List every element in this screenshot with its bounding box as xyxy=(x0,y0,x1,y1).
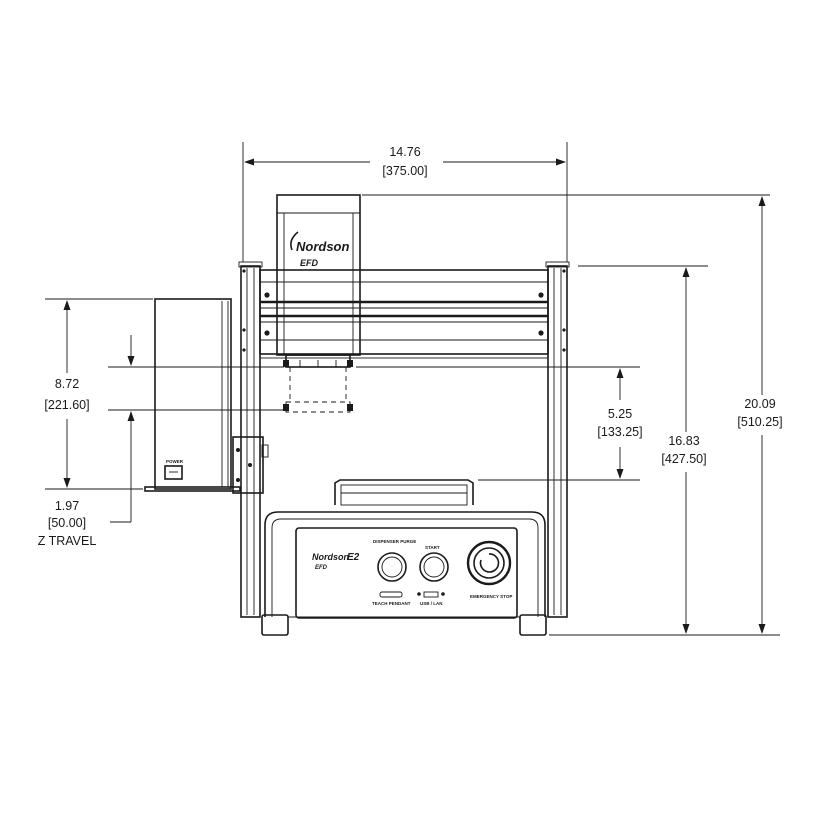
width-inch: 14.76 xyxy=(389,145,420,159)
head-logo-sub: EFD xyxy=(300,258,319,268)
panel-logo: Nordson xyxy=(312,552,350,562)
dispenser-purge-label: DISPENSER PURGE xyxy=(373,539,416,544)
panel-logo-sub: EFD xyxy=(315,565,328,571)
emergency-stop-label: EMERGENCY STOP xyxy=(470,594,512,599)
z-axis-head: Nordson EFD xyxy=(276,194,361,413)
z-clearance-inch: 8.72 xyxy=(55,377,79,391)
start-label: START xyxy=(425,545,440,550)
width-mm: [375.00] xyxy=(382,164,427,178)
control-base: Nordson E2 EFD DISPENSER PURGE START EME… xyxy=(261,511,547,636)
work-table xyxy=(334,479,474,506)
z-travel-label: Z TRAVEL xyxy=(38,534,97,548)
side-enclosure: POWER xyxy=(144,298,269,494)
teach-pendant-label: TEACH PENDANT xyxy=(372,601,411,606)
dimension-total-height: 20.09 [510.25] xyxy=(362,194,783,636)
dimension-z-clearance: 8.72 [221.60] xyxy=(44,298,153,490)
power-switch-label: POWER xyxy=(166,459,184,464)
z-travel-inch: 1.97 xyxy=(55,499,79,513)
total-height-inch: 20.09 xyxy=(744,397,775,411)
frame-height-inch: 16.83 xyxy=(668,434,699,448)
dimension-z-travel: 1.97 [50.00] Z TRAVEL xyxy=(38,335,284,548)
z-clearance-mm: [221.60] xyxy=(44,398,89,412)
dimension-width: 14.76 [375.00] xyxy=(242,142,568,262)
comm-port-label: USB / LAN xyxy=(420,601,443,606)
head-logo: Nordson xyxy=(296,239,350,254)
total-height-mm: [510.25] xyxy=(737,415,782,429)
working-area-inch: 5.25 xyxy=(608,407,632,421)
x-axis-beam xyxy=(259,269,549,359)
dimension-frame-height: 16.83 [427.50] xyxy=(578,265,708,634)
frame-height-mm: [427.50] xyxy=(661,452,706,466)
panel-model: E2 xyxy=(347,552,360,563)
dimension-working-area: 5.25 [133.25] xyxy=(356,366,643,481)
working-area-mm: [133.25] xyxy=(597,425,642,439)
z-travel-mm: [50.00] xyxy=(48,516,86,530)
robot-frame xyxy=(238,261,570,618)
